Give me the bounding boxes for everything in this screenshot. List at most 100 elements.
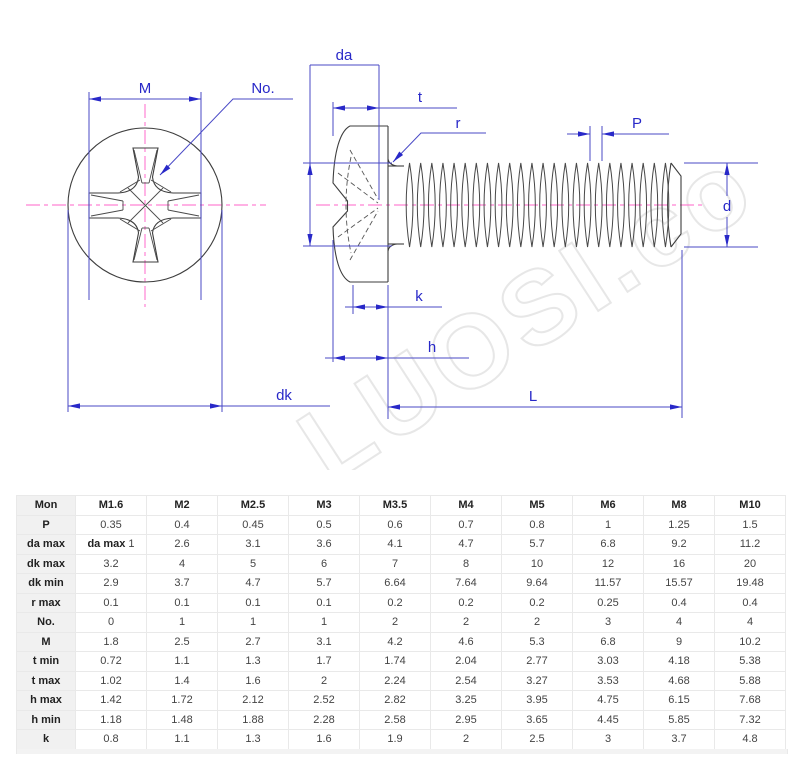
thread-crest <box>438 162 447 248</box>
spec-row-label: dk min <box>16 573 76 594</box>
spec-cell: 1 <box>572 514 644 535</box>
leader-r <box>392 132 486 163</box>
spec-cell: 1.72 <box>146 690 218 711</box>
phillips-recess-outline <box>88 147 202 263</box>
arrowhead <box>307 163 313 175</box>
dimension-arrowheads <box>68 96 730 410</box>
spec-cell: 3.25 <box>430 690 502 711</box>
spec-cell: 3.1 <box>288 631 360 652</box>
spec-cell: 0.45 <box>217 514 289 535</box>
spec-cell: 8 <box>430 553 502 574</box>
spec-cell: 9.2 <box>643 534 715 555</box>
spec-cell: 6 <box>288 553 360 574</box>
spec-cell: 1.9 <box>359 729 431 750</box>
spec-cell: 4.2 <box>359 631 431 652</box>
spec-cell: 1.5 <box>714 514 786 535</box>
spec-cell: 2.12 <box>217 690 289 711</box>
spec-cell: 9.64 <box>501 573 573 594</box>
centerlines <box>26 104 703 307</box>
spec-cell: 1.1 <box>146 729 218 750</box>
thread-crest <box>572 162 581 248</box>
spec-cell: 2 <box>430 729 502 750</box>
spec-cell: 15.57 <box>643 573 715 594</box>
spec-cell: 2.77 <box>501 651 573 672</box>
spec-cell: 1.25 <box>643 514 715 535</box>
arrowhead <box>393 151 404 162</box>
spec-row-label: h min <box>16 709 76 730</box>
spec-col-header: M4 <box>430 495 502 516</box>
spec-cell: 3 <box>572 729 644 750</box>
spec-row-label: t min <box>16 651 76 672</box>
arrowhead <box>89 96 101 102</box>
spec-cell: 10 <box>501 553 573 574</box>
spec-cell: 1.02 <box>75 670 147 691</box>
table-cutoff-row <box>16 749 788 754</box>
spec-cell: 4.68 <box>643 670 715 691</box>
spec-cell: 0.2 <box>359 592 431 613</box>
head-top-view <box>67 127 223 283</box>
spec-cell: 0.35 <box>75 514 147 535</box>
spec-cell: 11.57 <box>572 573 644 594</box>
spec-cell: 4.7 <box>430 534 502 555</box>
spec-cell: 2.58 <box>359 709 431 730</box>
spec-cell: 12 <box>572 553 644 574</box>
label-r: r <box>456 115 461 132</box>
spec-cell: 2.5 <box>501 729 573 750</box>
arrowhead <box>333 105 345 111</box>
label-da: da <box>336 47 353 64</box>
spec-cell: 4.45 <box>572 709 644 730</box>
spec-cell: 5 <box>217 553 289 574</box>
spec-cell: 6.8 <box>572 631 644 652</box>
spec-row-label: M <box>16 631 76 652</box>
arrowhead <box>160 164 171 175</box>
spec-cell: 3 <box>572 612 644 633</box>
spec-col-header: M6 <box>572 495 644 516</box>
label-d: d <box>723 198 731 215</box>
spec-col-label-header: Mon <box>16 495 76 516</box>
underhead-fillet-top <box>387 158 398 167</box>
spec-cell: 2 <box>501 612 573 633</box>
arrowhead <box>376 304 388 310</box>
spec-cell: 1.3 <box>217 651 289 672</box>
spec-cell: 1.1 <box>146 651 218 672</box>
spec-cell: 4.6 <box>430 631 502 652</box>
spec-row-label: t max <box>16 670 76 691</box>
leader-no <box>159 98 293 176</box>
spec-cell: 1 <box>288 612 360 633</box>
watermark-text: LUOSI.co <box>279 126 775 470</box>
arrowhead <box>724 163 730 175</box>
spec-cell: 1.6 <box>217 670 289 691</box>
spec-row-label: r max <box>16 592 76 613</box>
spec-cell: 0.6 <box>359 514 431 535</box>
arrowhead <box>68 403 80 409</box>
thread-crest <box>550 162 559 248</box>
pan-head-profile <box>332 125 388 283</box>
thread-crest <box>561 162 570 248</box>
head-side-view <box>332 125 682 283</box>
label-dk: dk <box>276 387 292 404</box>
spec-cell: 0.2 <box>501 592 573 613</box>
arrowhead <box>353 304 365 310</box>
thread-crest <box>494 162 503 248</box>
phillips-recess-detail <box>90 149 200 261</box>
spec-cell: 4.8 <box>714 729 786 750</box>
label-l: L <box>529 388 537 405</box>
thread-pattern <box>405 162 670 248</box>
underhead-fillet-bottom <box>387 243 398 252</box>
label-t: t <box>418 89 423 106</box>
spec-cell: 1 <box>217 612 289 633</box>
spec-cell: 5.85 <box>643 709 715 730</box>
spec-cell: 4.75 <box>572 690 644 711</box>
arrowhead <box>724 235 730 247</box>
spec-cell: 2.82 <box>359 690 431 711</box>
label-m: M <box>139 80 152 97</box>
spec-cell: 1.8 <box>75 631 147 652</box>
